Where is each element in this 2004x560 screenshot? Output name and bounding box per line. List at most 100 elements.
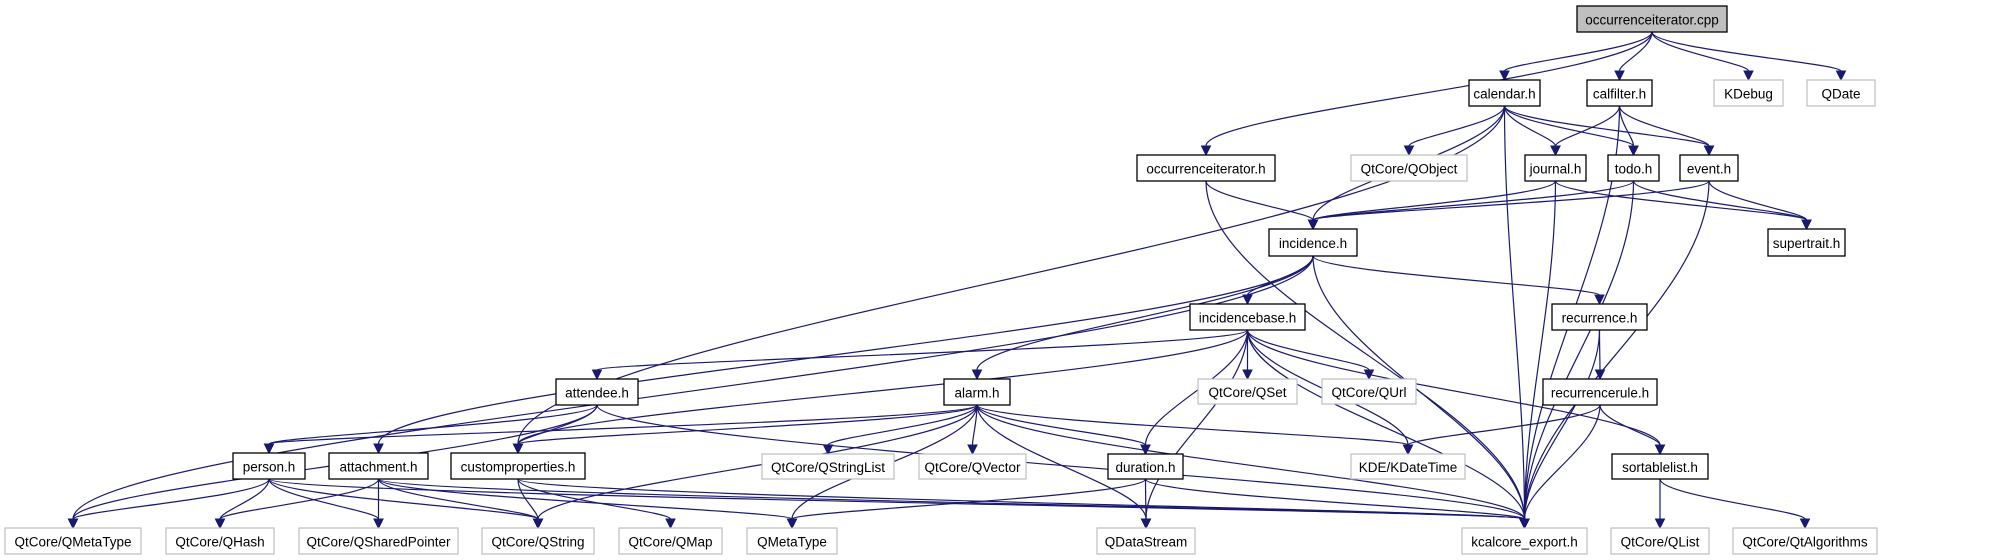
node-label: todo.h xyxy=(1615,162,1653,177)
edge-line xyxy=(268,478,539,520)
node-recurrence-h[interactable]: recurrence.h xyxy=(1551,303,1648,331)
edge-line xyxy=(219,478,380,520)
edge-line xyxy=(976,404,1409,446)
node-label: QtCore/QList xyxy=(1621,535,1700,550)
node-qtcore-qvector: QtCore/QVector xyxy=(918,453,1027,480)
node-incidencebase-h[interactable]: incidencebase.h xyxy=(1189,303,1306,331)
node-label: kcalcore_export.h xyxy=(1471,535,1578,550)
edge-line xyxy=(1205,180,1526,520)
arrowhead-icon xyxy=(1594,294,1605,306)
edge-alarm-h-to-person-h xyxy=(263,404,978,455)
edge-line xyxy=(268,478,380,520)
edge-line xyxy=(1144,329,1249,446)
edge-line xyxy=(517,478,1526,520)
node-person-h[interactable]: person.h xyxy=(232,452,306,480)
node-box xyxy=(1107,453,1184,480)
node-occurrenceiterator-h[interactable]: occurrenceiterator.h xyxy=(1136,154,1276,182)
node-kdebug: KDebug xyxy=(1713,79,1784,107)
node-supertrait-h[interactable]: supertrait.h xyxy=(1767,228,1846,257)
node-label: QDataStream xyxy=(1105,535,1188,550)
edge-line xyxy=(1523,180,1710,520)
node-attendee-h[interactable]: attendee.h xyxy=(555,378,639,406)
edge-sortablelist-h-to-qtcore-qtalgorithms xyxy=(1659,478,1811,530)
arrowhead-icon xyxy=(1550,145,1561,157)
arrowhead-icon xyxy=(1140,518,1152,530)
edge-line xyxy=(377,478,539,520)
node-customproperties-h[interactable]: customproperties.h xyxy=(450,452,586,480)
node-todo-h[interactable]: todo.h xyxy=(1607,154,1660,182)
node-box xyxy=(943,378,1011,406)
node-label: QtCore/QSet xyxy=(1208,385,1286,400)
edge-line xyxy=(1312,180,1710,221)
node-label: KDebug xyxy=(1724,87,1773,102)
node-box xyxy=(1679,154,1739,182)
node-recurrencerule-h[interactable]: recurrencerule.h xyxy=(1542,378,1658,406)
node-box xyxy=(1607,154,1660,182)
node-box xyxy=(1551,303,1648,331)
node-box xyxy=(761,453,895,480)
node-box xyxy=(4,527,142,555)
edge-line xyxy=(1503,105,1710,147)
node-qtcore-qstring: QtCore/QString xyxy=(481,527,595,555)
arrowhead-icon xyxy=(971,369,983,381)
edge-event-h-to-incidence-h xyxy=(1307,180,1710,231)
node-box xyxy=(1732,527,1878,555)
edge-line xyxy=(1312,255,1601,296)
edge-line xyxy=(1554,105,1621,147)
node-calfilter-h[interactable]: calfilter.h xyxy=(1586,79,1653,107)
node-alarm-h[interactable]: alarm.h xyxy=(943,378,1011,406)
arrowhead-icon xyxy=(1594,369,1606,381)
node-journal-h[interactable]: journal.h xyxy=(1524,154,1587,182)
node-label: incidence.h xyxy=(1279,236,1347,251)
edge-occurrenceiterator-cpp-to-calendar-h xyxy=(1499,31,1653,82)
node-box xyxy=(481,527,595,555)
edge-line xyxy=(1503,105,1526,520)
node-qdatastream: QDataStream xyxy=(1096,527,1196,555)
edge-journal-h-to-kcalcore-export-h xyxy=(1519,180,1557,530)
edge-calfilter-h-to-event-h xyxy=(1618,105,1715,157)
node-label: supertrait.h xyxy=(1773,236,1841,251)
node-label: attachment.h xyxy=(339,460,417,475)
node-box xyxy=(1806,79,1876,107)
edge-incidence-h-to-attachment-h xyxy=(373,255,1314,455)
edge-line xyxy=(268,404,598,445)
node-label: QtCore/QObject xyxy=(1361,162,1458,177)
arrowhead-icon xyxy=(1835,70,1847,82)
node-duration-h[interactable]: duration.h xyxy=(1107,453,1184,480)
edge-line xyxy=(1312,255,1526,520)
node-box xyxy=(1524,154,1587,182)
edge-line xyxy=(827,404,978,446)
edge-line xyxy=(1618,105,1635,147)
arrowhead-icon xyxy=(214,518,226,530)
arrowhead-icon xyxy=(786,518,798,530)
edge-line xyxy=(1503,31,1653,72)
edge-occurrenceiterator-cpp-to-qdate xyxy=(1651,31,1847,82)
node-occurrenceiterator-cpp[interactable]: occurrenceiterator.cpp xyxy=(1576,5,1728,33)
node-label: sortablelist.h xyxy=(1622,460,1698,475)
node-label: QtCore/QHash xyxy=(175,535,264,550)
nodes-layer: occurrenceiterator.cpp calendar.h calfilte… xyxy=(4,5,1878,555)
node-box xyxy=(1197,378,1298,405)
edge-journal-h-to-incidence-h xyxy=(1307,180,1557,231)
edge-calfilter-h-to-todo-h xyxy=(1618,105,1639,157)
edge-line xyxy=(976,404,1526,520)
node-sortablelist-h[interactable]: sortablelist.h xyxy=(1611,453,1709,480)
node-box xyxy=(328,452,429,480)
arrowhead-icon xyxy=(373,443,384,455)
node-box xyxy=(1268,228,1358,257)
node-event-h[interactable]: event.h xyxy=(1679,154,1739,182)
edge-line xyxy=(517,478,672,520)
arrowhead-icon xyxy=(1628,145,1639,157)
node-box xyxy=(1713,79,1784,107)
node-label: occurrenceiterator.cpp xyxy=(1585,13,1719,28)
arrowhead-icon xyxy=(665,518,676,530)
node-calendar-h[interactable]: calendar.h xyxy=(1468,79,1541,107)
arrowhead-icon xyxy=(373,518,384,530)
arrowhead-icon xyxy=(67,518,79,530)
node-box xyxy=(165,527,275,555)
node-attachment-h[interactable]: attachment.h xyxy=(328,452,429,480)
edge-line xyxy=(1599,404,1661,446)
node-incidence-h[interactable]: incidence.h xyxy=(1268,228,1358,257)
node-box xyxy=(1576,5,1728,33)
